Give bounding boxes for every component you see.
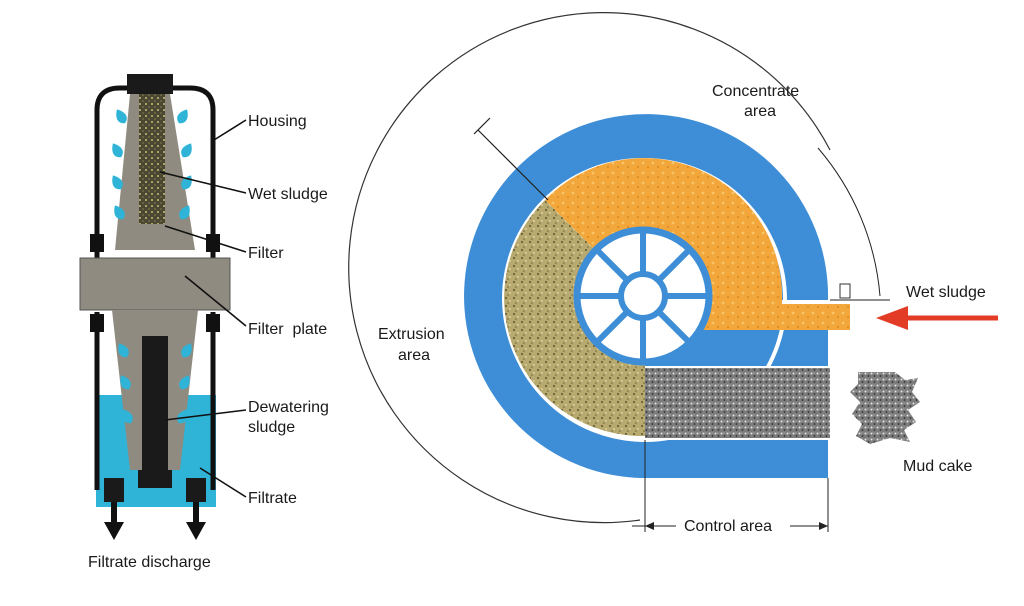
lower-housing-outline [94, 312, 216, 490]
label-filter: Filter [248, 245, 284, 262]
mud-cake-pieces [850, 372, 920, 444]
mud-cake-band [645, 368, 830, 438]
wet-sludge-core [139, 94, 165, 224]
concentrate-area [545, 158, 850, 330]
right-screw-press: Concentrate area Wet sludge Extrusion ar… [348, 11, 998, 535]
rotor [573, 226, 713, 366]
discharge-arrow-left [104, 502, 124, 540]
top-nozzle [127, 74, 173, 94]
discharge-nozzle-right [186, 478, 206, 502]
dewatering-core [142, 336, 168, 470]
label-mud-cake: Mud cake [903, 458, 972, 475]
blue-channel-bottom [640, 440, 828, 478]
discharge-arrow-right [186, 502, 206, 540]
extrusion-area [504, 200, 645, 437]
label-wet-sludge-right: Wet sludge [906, 284, 986, 301]
label-filtrate: Filtrate [248, 490, 297, 507]
label-housing: Housing [248, 113, 307, 130]
label-concentrate-2: area [744, 103, 776, 120]
label-dewatering-2: sludge [248, 419, 295, 436]
wet-sludge-inlet-arrow [876, 306, 998, 330]
label-filtrate-discharge: Filtrate discharge [88, 554, 211, 571]
label-extrusion-1: Extrusion [378, 326, 445, 343]
discharge-nozzle-left [104, 478, 124, 502]
label-dewatering-1: Dewatering [248, 399, 329, 416]
label-wet-sludge-left: Wet sludge [248, 186, 328, 203]
label-filter-plate: Filter plate [248, 321, 327, 338]
outer-arc [348, 11, 831, 524]
filter-plate [79, 257, 231, 311]
left-filter-unit: Housing Wet sludge Filter Filter plate D… [79, 74, 329, 571]
label-concentrate-1: Concentrate [712, 83, 799, 100]
label-control-area: Control area [684, 518, 772, 535]
label-extrusion-2: area [398, 347, 430, 364]
left-leader-lines [159, 119, 247, 498]
